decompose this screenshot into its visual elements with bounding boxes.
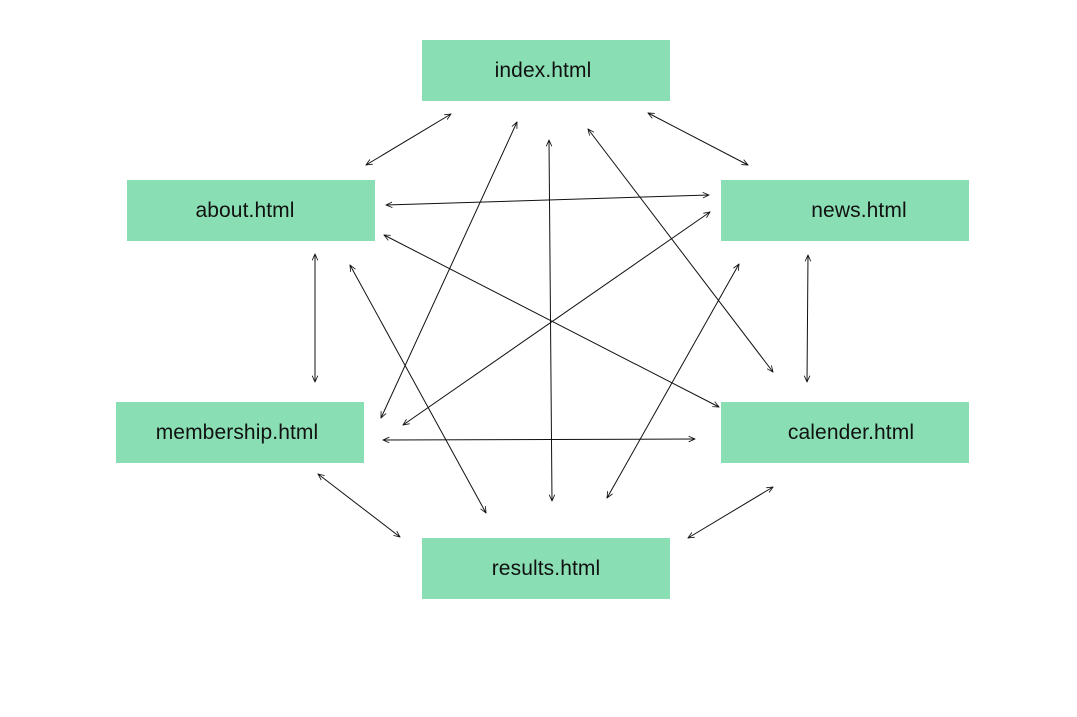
page-node-calender: calender.html [721, 402, 969, 463]
page-node-membership: membership.html [116, 402, 364, 463]
link-arrow-index-news [648, 113, 748, 165]
link-arrow-about-news [386, 195, 709, 205]
link-arrow-membership-calender [383, 439, 695, 440]
link-arrow-news-results [607, 264, 739, 498]
link-arrow-news-calender [807, 255, 808, 382]
link-arrow-index-membership [380, 122, 518, 418]
page-node-label: calender.html [787, 420, 915, 444]
link-arrow-news-membership [403, 212, 710, 425]
page-node-about: about.html [127, 180, 375, 241]
connector-group [315, 113, 808, 538]
page-node-label: index.html [494, 58, 592, 82]
page-node-results: results.html [422, 538, 670, 599]
page-node-index: index.html [422, 40, 670, 101]
page-node-news: news.html [721, 180, 969, 241]
link-arrow-index-about [366, 114, 451, 165]
page-node-label: about.html [195, 198, 295, 222]
link-arrow-membership-results [318, 474, 400, 537]
link-arrow-calender-results [688, 487, 773, 538]
page-node-label: results.html [491, 556, 601, 580]
page-node-label: news.html [811, 198, 907, 222]
page-node-label: membership.html [155, 420, 319, 444]
link-arrow-index-calender [588, 129, 773, 372]
link-arrow-about-results [350, 265, 486, 513]
